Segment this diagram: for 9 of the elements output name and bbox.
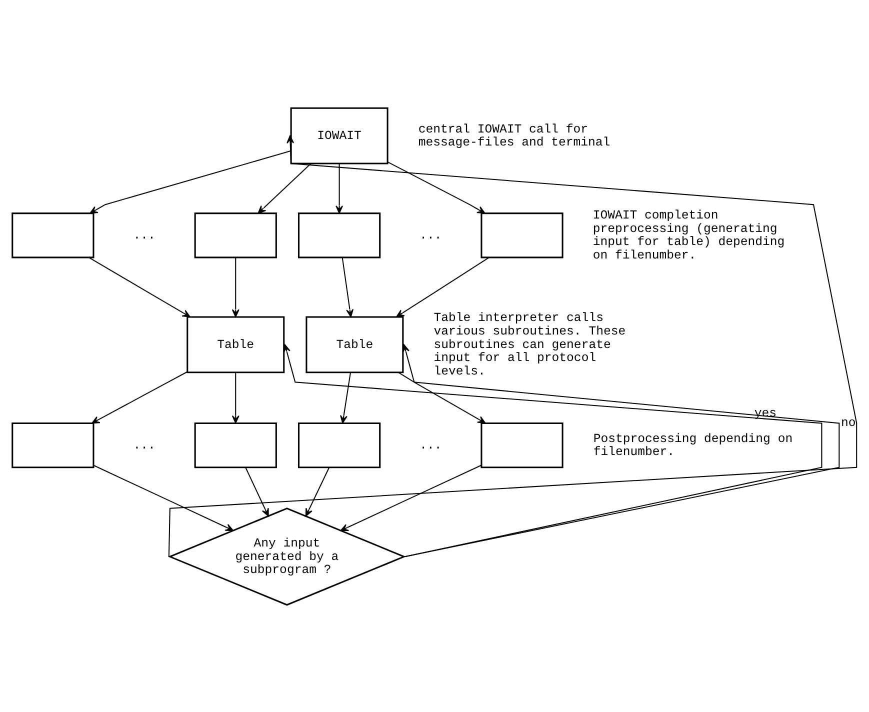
label: IOWAIT completion preprocessing (generating input for table) depending on filenumber. [592, 208, 785, 262]
label: Postprocessing depending on filenumber. [593, 431, 793, 459]
label: Table interpreter calls various subroutines. These subroutines can generate input for all protocol levels. [434, 310, 626, 378]
label: central IOWAIT call for message-files and terminal [418, 122, 610, 150]
label: ... [133, 438, 156, 452]
label: ... [420, 228, 442, 242]
edge-label: no [841, 416, 856, 430]
label: ... [420, 438, 442, 452]
label: ... [133, 228, 156, 242]
